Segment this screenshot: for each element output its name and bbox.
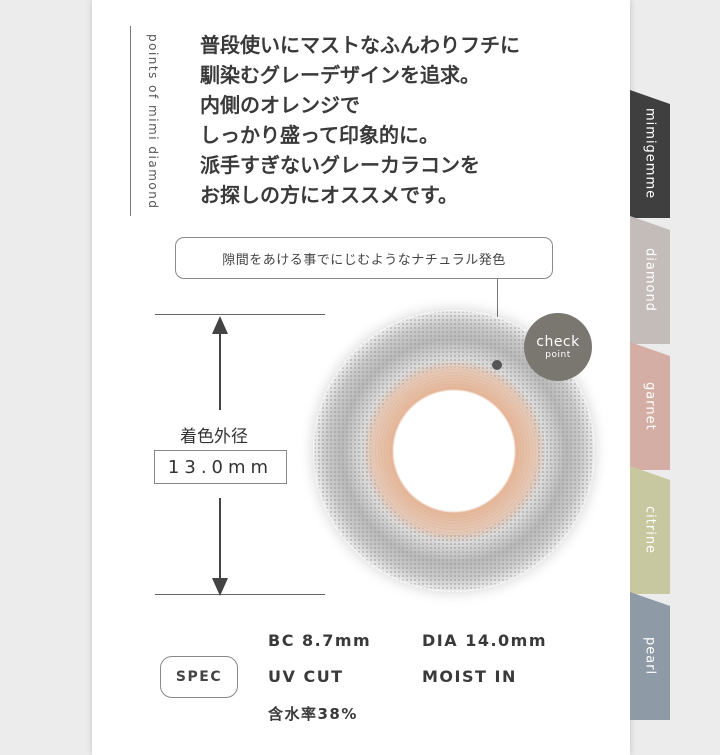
tab-mimigemme[interactable]: mimigemme <box>630 90 670 218</box>
headline-line: 普段使いにマストなふんわりフチに <box>200 33 520 57</box>
diameter-value-box: 13.0mm <box>154 450 287 484</box>
spec-badge-label: SPEC <box>175 669 223 685</box>
tab-label: garnet <box>642 381 658 431</box>
callout-leader-dot <box>492 360 502 370</box>
dimension-bottom-line <box>155 594 325 595</box>
spec-bc: BC 8.7mm <box>268 631 372 650</box>
spec-moist: MOIST IN <box>422 667 517 686</box>
dimension-arrow-lower <box>219 498 221 582</box>
headline-line: お探しの方にオススメです。 <box>200 183 458 207</box>
dimension-top-line <box>155 314 325 315</box>
tab-label: diamond <box>642 248 658 312</box>
callout-text: 隙間をあける事でにじむようなナチュラル発色 <box>222 252 506 268</box>
dimension-arrow-upper <box>219 330 221 410</box>
check-point-badge: check point <box>524 313 592 381</box>
title-divider <box>130 26 131 216</box>
check-badge-subtitle: point <box>545 350 571 360</box>
tab-garnet[interactable]: garnet <box>630 342 670 470</box>
headline-line: 馴染むグレーデザインを追求。 <box>200 63 480 87</box>
tab-label: mimigemme <box>642 108 658 200</box>
spec-water-content: 含水率38% <box>268 705 358 723</box>
check-badge-title: check <box>536 334 580 350</box>
tab-diamond[interactable]: diamond <box>630 216 670 344</box>
arrow-down-icon <box>212 578 228 596</box>
tab-citrine[interactable]: citrine <box>630 466 670 594</box>
spec-badge: SPEC <box>160 656 238 698</box>
headline-line: 派手すぎないグレーカラコンを <box>200 153 480 177</box>
callout-bubble: 隙間をあける事でにじむようなナチュラル発色 <box>175 237 553 279</box>
headline-line: しっかり盛って印象的に。 <box>200 123 439 147</box>
diameter-label: 着色外径 <box>180 427 248 447</box>
side-title: points of mimi diamond <box>146 34 160 210</box>
headline-line: 内側のオレンジで <box>200 93 360 117</box>
tab-label: citrine <box>642 505 658 555</box>
headline: 普段使いにマストなふんわりフチに 馴染むグレーデザインを追求。 内側のオレンジで… <box>200 30 620 210</box>
tab-pearl[interactable]: pearl <box>630 592 670 720</box>
spec-dia: DIA 14.0mm <box>422 631 548 650</box>
spec-uv: UV CUT <box>268 667 344 686</box>
arrow-up-icon <box>212 316 228 334</box>
diameter-value: 13.0mm <box>167 456 274 478</box>
tab-label: pearl <box>642 636 658 676</box>
